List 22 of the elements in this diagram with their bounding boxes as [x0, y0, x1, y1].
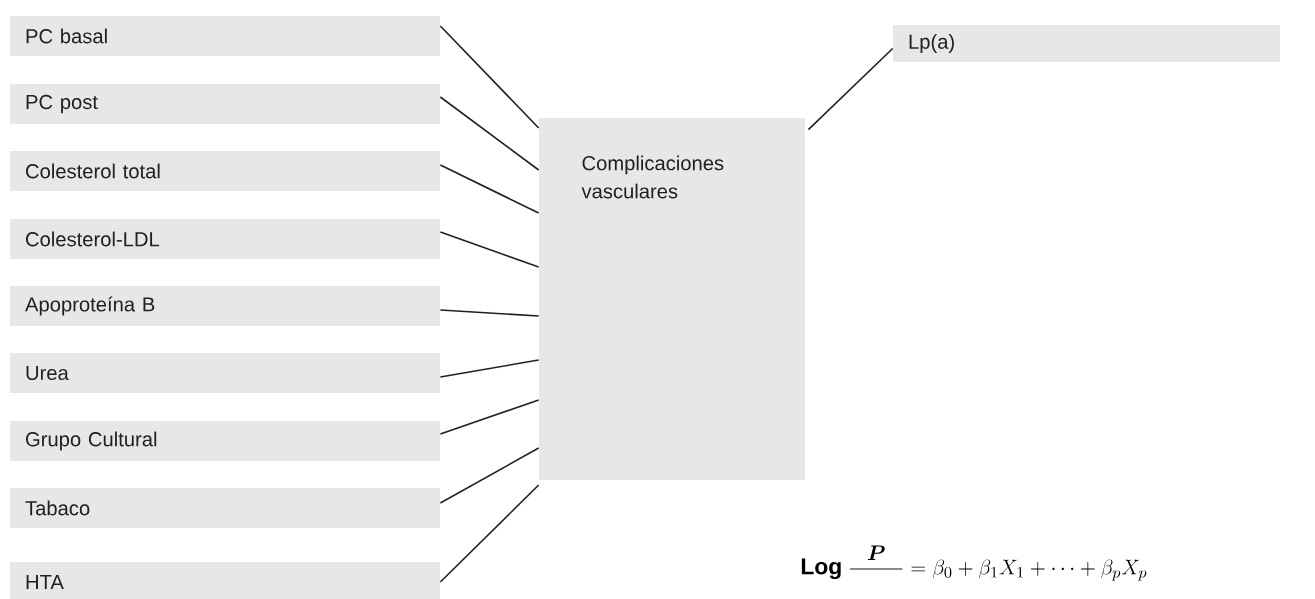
connector-line — [439, 25, 540, 129]
variable-box: PC post — [10, 84, 440, 124]
variable-box: Grupo Cultural — [10, 421, 440, 461]
variable-box: PC basal — [10, 16, 440, 56]
variable-box: Urea — [10, 353, 440, 393]
variable-box: Tabaco — [10, 488, 440, 528]
connector-line — [439, 309, 540, 317]
variable-box: Colesterol total — [10, 151, 440, 191]
connector-line — [439, 231, 540, 268]
variable-box: Apoproteína B — [10, 286, 440, 326]
connector-line — [439, 96, 540, 171]
formula: $\mathbf{Log}\ \frac{\boldsymbol{P}}{\phantom{1-P}} = \beta_0 + \beta_1 X_1 + \dots + \beta_p X_p$ — [801, 545, 1147, 581]
variable-box: HTA — [10, 562, 440, 599]
connector-line — [439, 447, 540, 504]
connector-line — [439, 359, 540, 378]
outcome-box: Complicaciones vasculares — [539, 118, 805, 480]
variable-box: Lp(a) — [893, 25, 1280, 62]
connector-line — [807, 47, 894, 131]
connector-line — [439, 484, 540, 583]
connector-line — [439, 399, 540, 435]
connector-line — [439, 164, 540, 214]
variable-box: Colesterol-LDL — [10, 219, 440, 259]
